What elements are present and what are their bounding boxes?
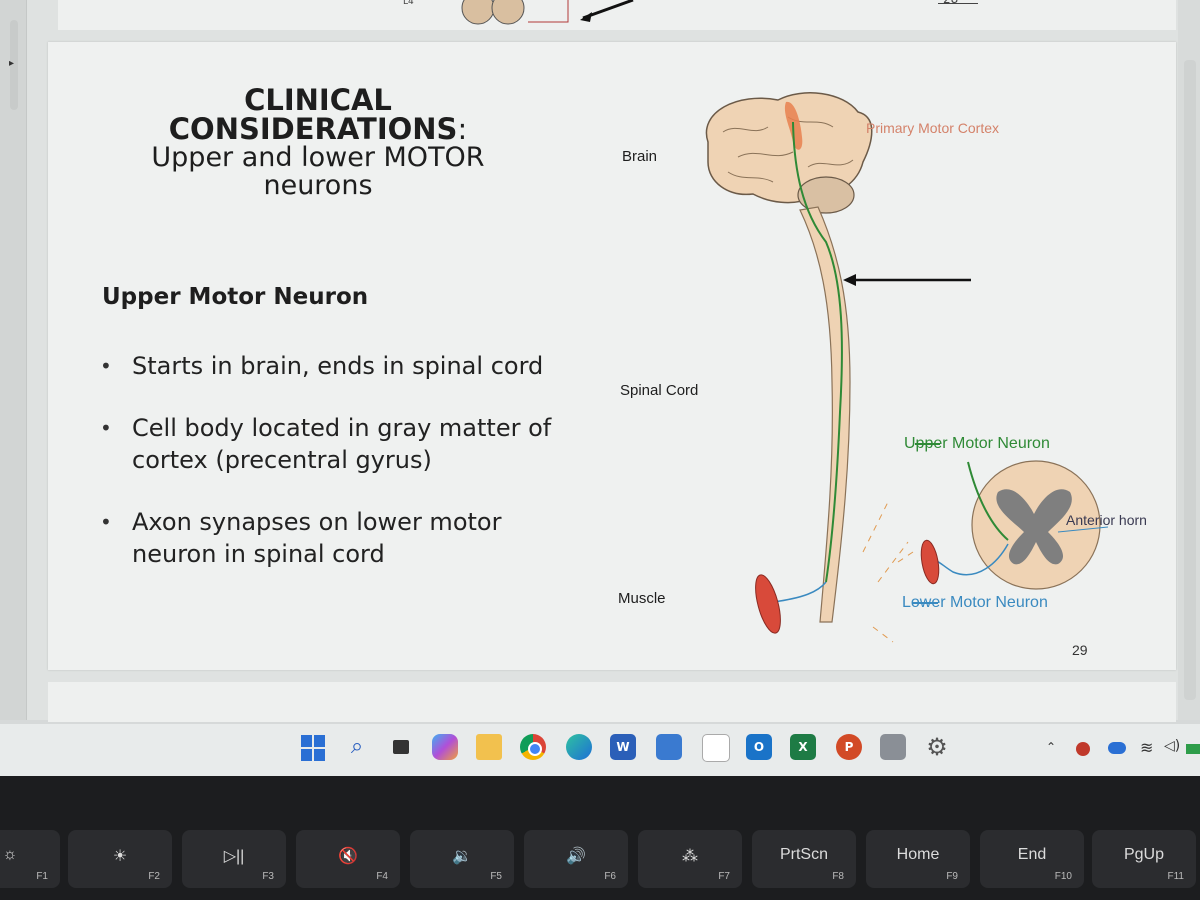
previous-slide-rule — [938, 3, 978, 4]
key-label: 🔉 — [452, 848, 472, 865]
spinal-cord-illustration — [799, 206, 851, 623]
store-icon[interactable] — [656, 734, 682, 760]
wifi-icon[interactable]: ≋ — [1140, 738, 1154, 757]
title-colon: : — [457, 112, 468, 146]
next-slide — [48, 682, 1176, 722]
excel-icon[interactable]: X — [790, 734, 816, 760]
windows-start-icon[interactable] — [300, 734, 328, 762]
label-brain: Brain — [622, 148, 658, 165]
gray-matter — [996, 489, 1072, 565]
previous-slide: L4 28 — [58, 0, 1176, 30]
key-fn-label: F9 — [946, 871, 958, 882]
key-fn-label: F10 — [1054, 871, 1072, 882]
title-line-1: CLINICAL — [244, 83, 392, 117]
key-label: PrtScn — [779, 846, 828, 863]
bullet-item: Axon synapses on lower motor neuron in s… — [98, 506, 578, 570]
key-fn-label: F5 — [490, 871, 502, 882]
label-anterior-horn: Anterior horn — [1066, 512, 1147, 528]
notepad-icon[interactable] — [702, 734, 730, 762]
task-view-icon[interactable] — [388, 734, 414, 760]
outlook-icon[interactable]: O — [746, 734, 772, 760]
key-label: PgUp — [1123, 846, 1165, 863]
file-explorer-icon[interactable] — [476, 734, 502, 760]
key-f6[interactable]: 🔊 F6 — [524, 830, 628, 888]
previous-page-number: 28 — [943, 0, 958, 6]
key-label: ⁂ — [682, 848, 698, 865]
key-label: ☀ — [112, 848, 128, 865]
key-f5[interactable]: 🔉 F5 — [410, 830, 514, 888]
key-label: 🔊 — [566, 848, 586, 865]
title-line-2-text: CONSIDERATIONS — [168, 112, 458, 146]
label-upper-motor-neuron: Upper Motor Neuron — [904, 435, 1050, 452]
search-icon[interactable]: ⌕ — [350, 734, 364, 759]
key-fn-label: F7 — [718, 871, 730, 882]
app-icon[interactable] — [880, 734, 906, 760]
cross-section-muscle — [920, 539, 940, 585]
key-label: ☼ — [2, 846, 18, 863]
bullet-item: Cell body located in gray matter of cort… — [98, 412, 578, 476]
word-icon[interactable]: W — [610, 734, 636, 760]
key-f2[interactable]: ☀ F2 — [68, 830, 172, 888]
key-fn-label: F6 — [604, 871, 616, 882]
copilot-icon[interactable] — [432, 734, 458, 760]
key-f7[interactable]: ⁂ F7 — [638, 830, 742, 888]
subtitle-line-2: neurons — [263, 170, 373, 201]
motor-neuron-diagram — [705, 92, 1109, 643]
slide-title: CLINICAL CONSIDERATIONS: Upper and lower… — [108, 86, 528, 200]
edge-icon[interactable] — [566, 734, 592, 760]
muscle-illustration — [755, 574, 781, 634]
slide-page-number: 29 — [1072, 642, 1088, 658]
title-line-2: CONSIDERATIONS: — [108, 115, 528, 144]
subtitle-line-1: Upper and lower MOTOR — [151, 142, 485, 173]
settings-icon[interactable]: ⚙ — [926, 733, 948, 761]
key-label: ▷|| — [223, 848, 245, 865]
key-fn-label: F1 — [36, 871, 48, 882]
slide-29: CLINICAL CONSIDERATIONS: Upper and lower… — [48, 42, 1176, 670]
battery-icon[interactable] — [1186, 744, 1200, 754]
left-panel-rail[interactable]: ▸ — [0, 0, 27, 720]
cerebellum-illustration — [797, 176, 855, 214]
chrome-icon[interactable] — [520, 734, 546, 760]
key-fn-label: F2 — [148, 871, 160, 882]
powerpoint-icon[interactable]: P — [836, 734, 862, 760]
key-f4[interactable]: 🔇 F4 — [296, 830, 400, 888]
bullet-item: Starts in brain, ends in spinal cord — [98, 350, 578, 382]
key-label: Home — [896, 846, 940, 863]
label-lower-motor-neuron: Lower Motor Neuron — [902, 594, 1048, 611]
key-fn-label: F4 — [376, 871, 388, 882]
scrollbar-thumb[interactable] — [1184, 60, 1196, 700]
volume-icon[interactable]: ◁) — [1164, 738, 1181, 754]
key-fn-label: F3 — [262, 871, 274, 882]
bullet-list: Starts in brain, ends in spinal cord Cel… — [98, 350, 578, 570]
chevron-up-icon[interactable]: ⌃ — [1046, 740, 1057, 754]
key-label: End — [1017, 846, 1047, 863]
label-muscle: Muscle — [618, 590, 666, 607]
key-fn-label: F11 — [1167, 871, 1185, 882]
upper-motor-neuron-path — [792, 121, 843, 583]
label-spinal-cord: Spinal Cord — [620, 382, 699, 399]
onedrive-alert-icon[interactable] — [1076, 742, 1090, 756]
expand-panel-icon[interactable]: ▸ — [9, 58, 15, 69]
left-scroll-thumb[interactable] — [10, 20, 18, 110]
windows-taskbar — [0, 724, 1200, 776]
previous-slide-label: L4 — [403, 0, 414, 7]
key-f1[interactable]: ☼ F1 — [0, 830, 60, 888]
vertical-scrollbar[interactable] — [1178, 0, 1200, 720]
key-f3[interactable]: ▷|| F3 — [182, 830, 286, 888]
lower-motor-neuron-path — [772, 581, 827, 603]
section-heading: Upper Motor Neuron — [102, 284, 369, 310]
label-primary-motor-cortex: Primary Motor Cortex — [866, 120, 1000, 136]
key-fn-label: F8 — [832, 871, 844, 882]
previous-slide-figure — [461, 0, 634, 25]
key-label: 🔇 — [338, 848, 358, 865]
cloud-icon[interactable] — [1108, 742, 1126, 754]
brain-illustration — [705, 92, 873, 204]
